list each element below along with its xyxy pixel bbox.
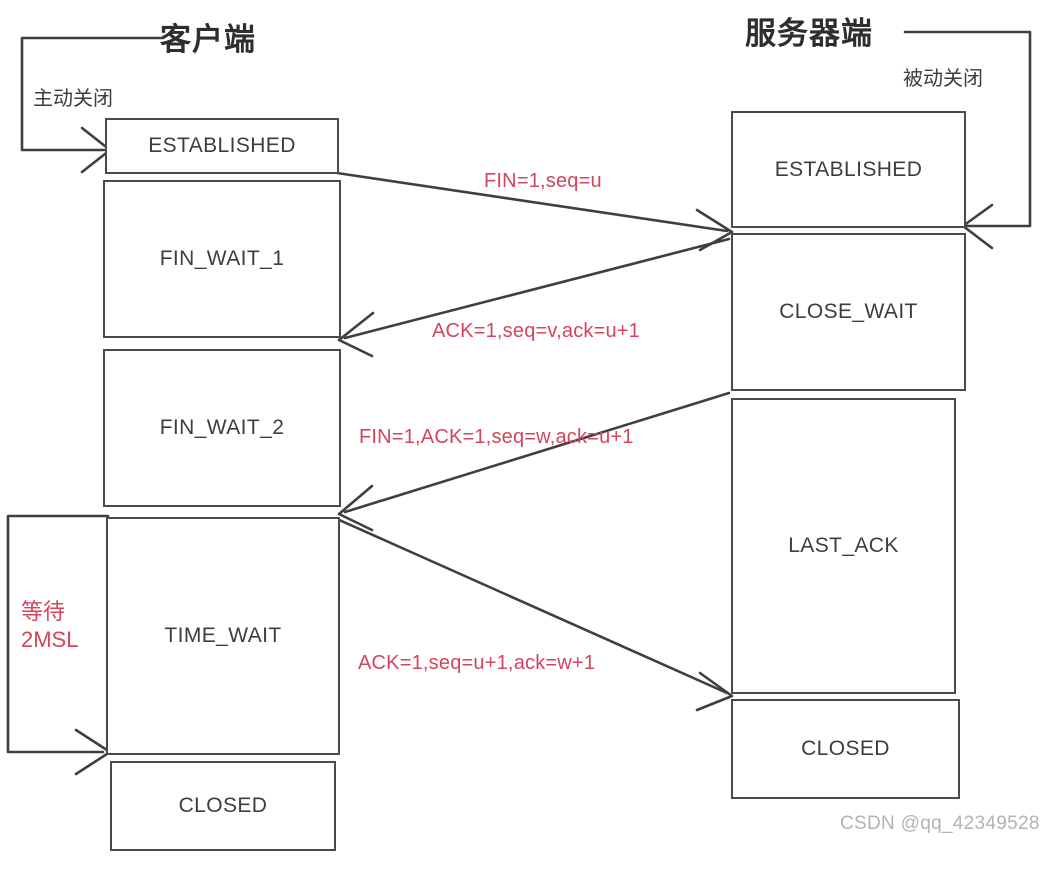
server-state-last-ack-label: LAST_ACK [788,534,899,557]
watermark: CSDN @qq_42349528 [840,813,1040,834]
server-state-established[interactable]: ESTABLISHED [731,111,966,228]
client-state-fin-wait-1-label: FIN_WAIT_1 [159,247,285,270]
message-label-fin-seq-u: FIN=1,seq=u [484,170,602,192]
msl-wait-note: 等待 2MSL [21,598,78,653]
server-side-title: 服务器端 [745,16,873,51]
msl-wait-note-line2: 2MSL [21,626,79,652]
message-3-line [343,391,731,514]
message-label-ack-seq-v: ACK=1,seq=v,ack=u+1 [432,320,641,342]
message-1-arrowhead [695,208,734,252]
active-close-note: 主动关闭 [33,88,113,110]
client-state-time-wait[interactable]: TIME_WAIT [106,517,340,755]
passive-close-arrowhead [961,203,994,250]
client-state-time-wait-label: TIME_WAIT [164,624,282,647]
client-state-closed[interactable]: CLOSED [110,761,336,851]
server-state-close-wait[interactable]: CLOSE_WAIT [731,233,966,391]
client-state-closed-label: CLOSED [178,794,268,817]
client-state-fin-wait-1[interactable]: FIN_WAIT_1 [103,180,341,338]
server-state-closed[interactable]: CLOSED [731,699,960,799]
client-state-established[interactable]: ESTABLISHED [105,118,339,174]
message-3-arrowhead [337,484,374,532]
passive-close-note: 被动关闭 [903,68,983,90]
client-state-established-label: ESTABLISHED [148,134,296,157]
message-label-ack-seq-u1: ACK=1,seq=u+1,ack=w+1 [358,652,596,674]
message-2-arrowhead [337,311,375,358]
client-state-fin-wait-2-label: FIN_WAIT_2 [159,416,285,439]
server-state-established-label: ESTABLISHED [774,157,923,181]
client-side-title: 客户端 [160,22,256,57]
server-state-closed-label: CLOSED [801,737,890,760]
msl-wait-arrowhead [74,728,112,776]
client-state-fin-wait-2[interactable]: FIN_WAIT_2 [103,349,341,507]
msl-wait-note-line1: 等待 [21,599,66,624]
message-label-fin-ack-seq-w: FIN=1,ACK=1,seq=w,ack=u+1 [359,426,634,448]
server-state-last-ack[interactable]: LAST_ACK [731,398,956,694]
message-4-arrowhead [695,671,734,712]
server-state-close-wait-label: CLOSE_WAIT [779,300,918,323]
